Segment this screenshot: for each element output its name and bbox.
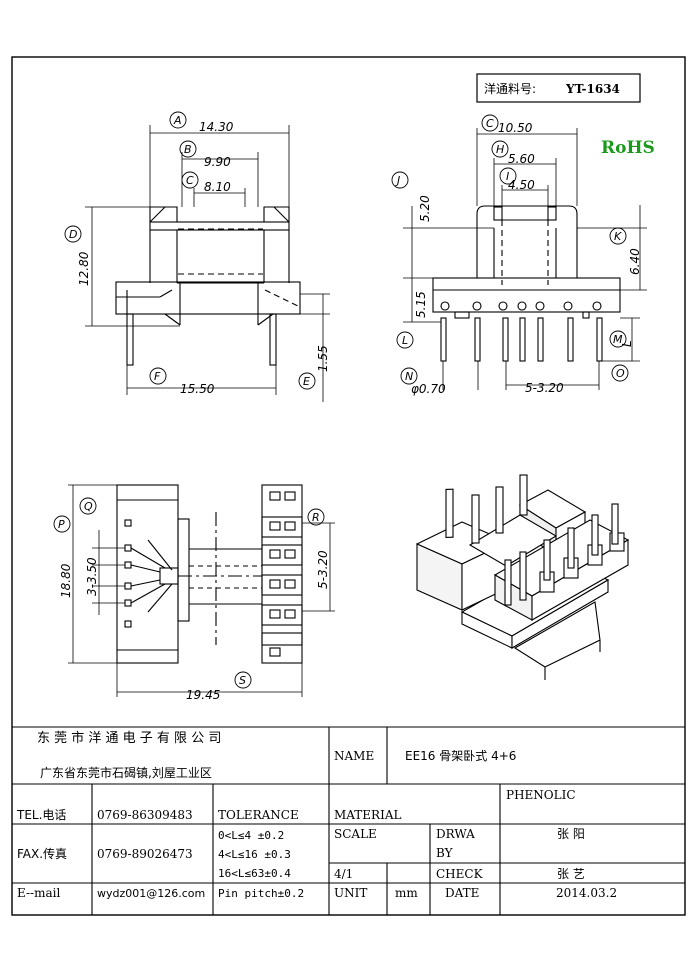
tolerance-3: 16<L≤63±0.4 xyxy=(218,867,291,880)
circle-a: A xyxy=(173,114,182,127)
circle-b: B xyxy=(184,143,192,156)
dim-b-value: 9.90 xyxy=(204,155,231,169)
name-label: NAME xyxy=(334,749,374,763)
dim-i-value: 4.50 xyxy=(508,178,535,192)
dim-q-value: 3-3.50 xyxy=(85,557,99,596)
title-block-text: 东 莞 市 洋 通 电 子 有 限 公 司 广东省东莞市石碣镇,刘屋工业区 NA… xyxy=(16,730,617,900)
fax-value: 0769-89026473 xyxy=(97,847,193,861)
dim-m-value: L xyxy=(620,340,634,347)
dim-h-value: 5.60 xyxy=(508,152,535,166)
circle-i: I xyxy=(506,170,509,183)
circle-o: O xyxy=(616,367,625,380)
front-view-labels: 14.30 9.90 8.10 12.80 1.55 15.50 xyxy=(77,120,330,396)
tolerance-2: 4<L≤16 ±0.3 xyxy=(218,848,291,861)
unit-label: UNIT xyxy=(334,886,367,900)
draw-label-1: DRWA xyxy=(436,827,475,841)
side-view-labels: 10.50 5.60 4.50 5.20 6.40 5.15 L φ0.70 5… xyxy=(411,121,642,396)
circle-r: R xyxy=(312,511,320,524)
check-label: CHECK xyxy=(436,867,484,881)
scale-value: 4/1 xyxy=(334,867,353,881)
circle-m: M xyxy=(613,333,623,346)
circle-c: C xyxy=(186,174,194,187)
name-value: EE16 骨架卧式 4+6 xyxy=(405,749,516,763)
dim-d-value: 12.80 xyxy=(77,251,91,286)
circle-q: Q xyxy=(84,500,93,513)
tolerance-1: 0<L≤4 ±0.2 xyxy=(218,829,284,842)
dim-k-value: 6.40 xyxy=(628,248,642,275)
dim-s-value: 19.45 xyxy=(186,688,220,702)
scale-label: SCALE xyxy=(334,827,377,841)
reference-letters: A B C D E F C H I J K L M N O P Q R S xyxy=(58,114,625,687)
draw-value: 张 阳 xyxy=(557,827,585,841)
check-value: 张 艺 xyxy=(557,867,585,881)
circle-f: F xyxy=(154,370,161,383)
part-number-value: YT-1634 xyxy=(565,82,620,96)
draw-label-2: BY xyxy=(436,846,454,860)
dim-j-value: 5.20 xyxy=(418,195,432,222)
unit-value: mm xyxy=(395,886,418,900)
dim-e-value: 1.55 xyxy=(316,345,330,372)
dim-c2-value: 10.50 xyxy=(498,121,533,135)
circle-j: J xyxy=(395,174,400,187)
dim-o-value: 5-3.20 xyxy=(525,381,564,395)
dim-l-value: 5.15 xyxy=(414,291,428,318)
company-name: 东 莞 市 洋 通 电 子 有 限 公 司 xyxy=(37,730,221,746)
company-address: 广东省东莞市石碣镇,刘屋工业区 xyxy=(40,765,212,780)
title-block xyxy=(12,726,685,915)
part-number-label: 洋通料号: xyxy=(484,81,536,96)
part-number-box: 洋通料号: YT-1634 xyxy=(476,73,641,103)
dim-r-value: 5-3.20 xyxy=(316,550,330,589)
date-value: 2014.03.2 xyxy=(556,886,617,900)
circle-d: D xyxy=(69,228,77,241)
dim-c-value: 8.10 xyxy=(204,180,231,194)
circle-p: P xyxy=(58,518,65,531)
date-label: DATE xyxy=(445,886,479,900)
email-value: wydz001@126.com xyxy=(97,887,205,900)
dim-n-value: φ0.70 xyxy=(411,382,446,396)
circle-c2: C xyxy=(486,117,494,130)
dim-p-value: 18.80 xyxy=(59,563,73,598)
circle-s: S xyxy=(239,674,246,687)
dim-f-value: 15.50 xyxy=(180,382,215,396)
dim-a-value: 14.30 xyxy=(199,120,234,134)
rohs-mark: RoHS xyxy=(601,138,655,158)
fax-label: FAX.传真 xyxy=(17,846,67,861)
circle-e: E xyxy=(303,375,310,388)
tolerance-label: TOLERANCE xyxy=(218,808,299,822)
circle-h: H xyxy=(496,143,504,156)
material-value: PHENOLIC xyxy=(506,788,576,802)
reference-circles xyxy=(53,111,629,689)
email-label: E--mail xyxy=(17,886,60,900)
circle-n: N xyxy=(405,370,413,383)
tel-label: TEL.电话 xyxy=(16,808,66,822)
top-view-labels: 18.80 3-3.50 5-3.20 19.45 xyxy=(59,550,330,702)
isometric-view xyxy=(415,474,630,680)
material-label: MATERIAL xyxy=(334,808,402,822)
top-view xyxy=(68,484,335,697)
tolerance-4: Pin pitch±0.2 xyxy=(218,887,304,900)
circle-k: K xyxy=(614,230,622,243)
side-view xyxy=(403,128,647,390)
sheet-border xyxy=(11,56,686,916)
front-view xyxy=(85,125,330,402)
tel-value: 0769-86309483 xyxy=(97,808,193,822)
circle-l: L xyxy=(402,334,408,347)
